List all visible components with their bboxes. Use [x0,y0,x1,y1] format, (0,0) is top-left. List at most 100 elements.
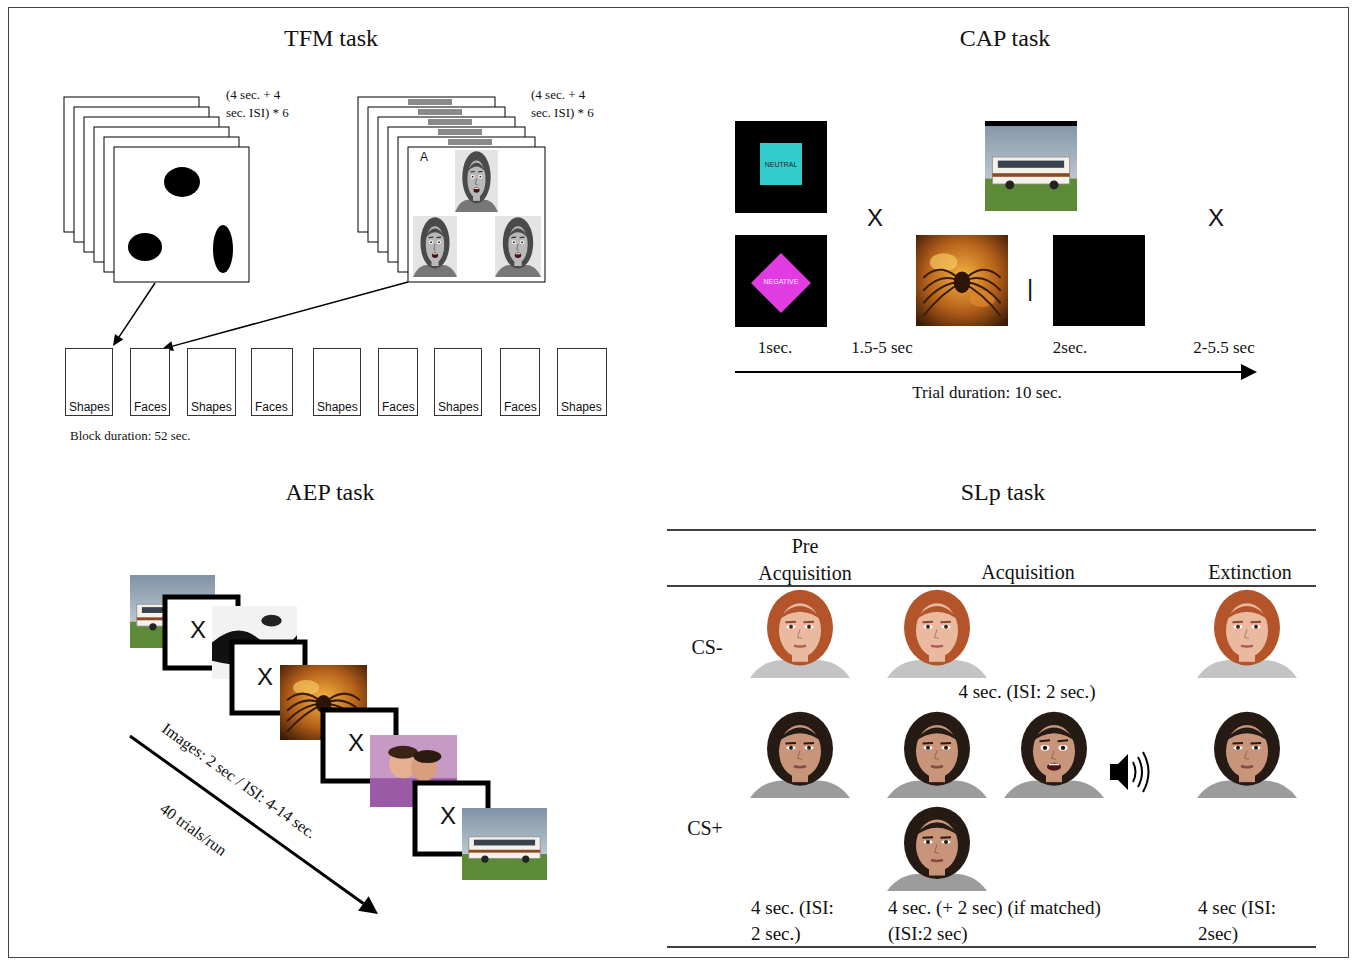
eyebrow [437,236,442,238]
flame [930,253,958,271]
eye [789,625,793,629]
eyebrow [478,171,483,173]
hair [767,712,833,786]
node-text: Shapes [69,400,110,414]
block-box: Shapes [65,348,113,416]
hair-fringe [1223,606,1271,622]
eye-white [1059,745,1068,751]
eye-white [787,746,796,750]
eye [479,176,481,178]
bus-stripe [992,173,1069,177]
block-box: Shapes [313,348,361,416]
eye-white [478,175,482,179]
photo-ground [455,150,498,212]
eye-white [942,840,951,843]
sky [462,808,547,880]
annotation-label: 2-5.5 sec [1193,337,1254,360]
eyebrow [1233,621,1244,623]
teeth [474,188,478,189]
face-photo [750,710,850,798]
eyebrow [1233,742,1244,744]
arrow-shaft [735,371,1241,373]
arrow-shaft [173,282,408,346]
teeth [1049,764,1059,766]
panel-title: SLp task [961,476,1046,508]
ellipse-shape [164,167,200,197]
eyebrow [923,621,934,623]
hair-fringe [913,728,961,744]
eye [438,241,440,243]
block-box: Faces [130,348,170,416]
eyebrow [511,236,516,238]
magenta-diamond [751,253,811,313]
nose [935,750,940,759]
eye-white [942,746,951,750]
mouth [931,644,943,647]
annotation-label: 2sec. [1053,337,1087,360]
mouth [1241,765,1253,768]
eyebrow [786,621,797,623]
annotation-label: CS- [691,634,722,661]
eye-white [512,240,516,244]
arrow-shaft [119,283,155,337]
face-photo [1004,710,1104,798]
node-text: Faces [504,400,537,414]
face-photo [455,150,498,212]
face-photo [887,588,987,678]
eye [807,746,811,750]
eye-white [471,175,475,179]
nose [434,244,436,250]
photo-ground [1197,710,1297,798]
mouth [931,859,943,862]
teeth [433,253,437,254]
nose [1052,750,1057,759]
hair [414,750,442,763]
speaker-icon [1110,752,1149,792]
annotation-label: (4 sec. + 4 sec. ISI) * 6 [531,86,601,121]
node-text: Shapes [191,400,232,414]
face-card-strip [428,119,472,125]
hair [767,590,833,666]
annotation-label: CS+ [687,815,723,842]
hair-fringe [1223,728,1271,744]
eyebrow [786,742,797,744]
annotation-label: 40 trials/run [155,798,231,861]
annotation-label: X [190,614,206,646]
annotation-label: 1.5-5 sec [851,337,912,360]
eye-white [805,625,814,629]
sound-wave [1133,762,1136,782]
annotation-label: 4 sec. (+ 2 sec) (if matched) (ISI:2 sec… [888,895,1123,946]
bus-windows [998,161,1064,168]
arrow-head [1241,364,1257,380]
eye [472,176,474,178]
eyebrow [923,836,934,838]
hair [462,151,490,203]
flame [293,680,319,695]
eye [1254,746,1258,750]
node-text: Shapes [561,400,602,414]
block-box: Faces [500,348,540,416]
photo-ground [887,588,987,678]
cyan-square [760,143,802,185]
face-photo [887,805,987,891]
face-card-strip [438,129,482,135]
nose [475,179,477,185]
annotation-label: 4 sec (ISI: 2sec) [1198,895,1298,946]
speaker-body [1110,754,1128,790]
spider-photo [916,235,1008,326]
nose [517,244,519,250]
wheel [1050,180,1059,189]
eye-white [924,840,933,843]
wheel [1005,180,1014,189]
panel-title: CAP task [960,22,1050,54]
nose [798,629,803,638]
blank-screen [1053,235,1145,326]
hair [1021,712,1087,786]
annotation-label: Acquisition [981,559,1074,586]
face-card-strip [448,139,492,145]
node-text: NEUTRAL [765,161,798,168]
timeline-arrow [735,364,1257,380]
block-box: Shapes [434,348,482,416]
eye [1043,746,1047,750]
